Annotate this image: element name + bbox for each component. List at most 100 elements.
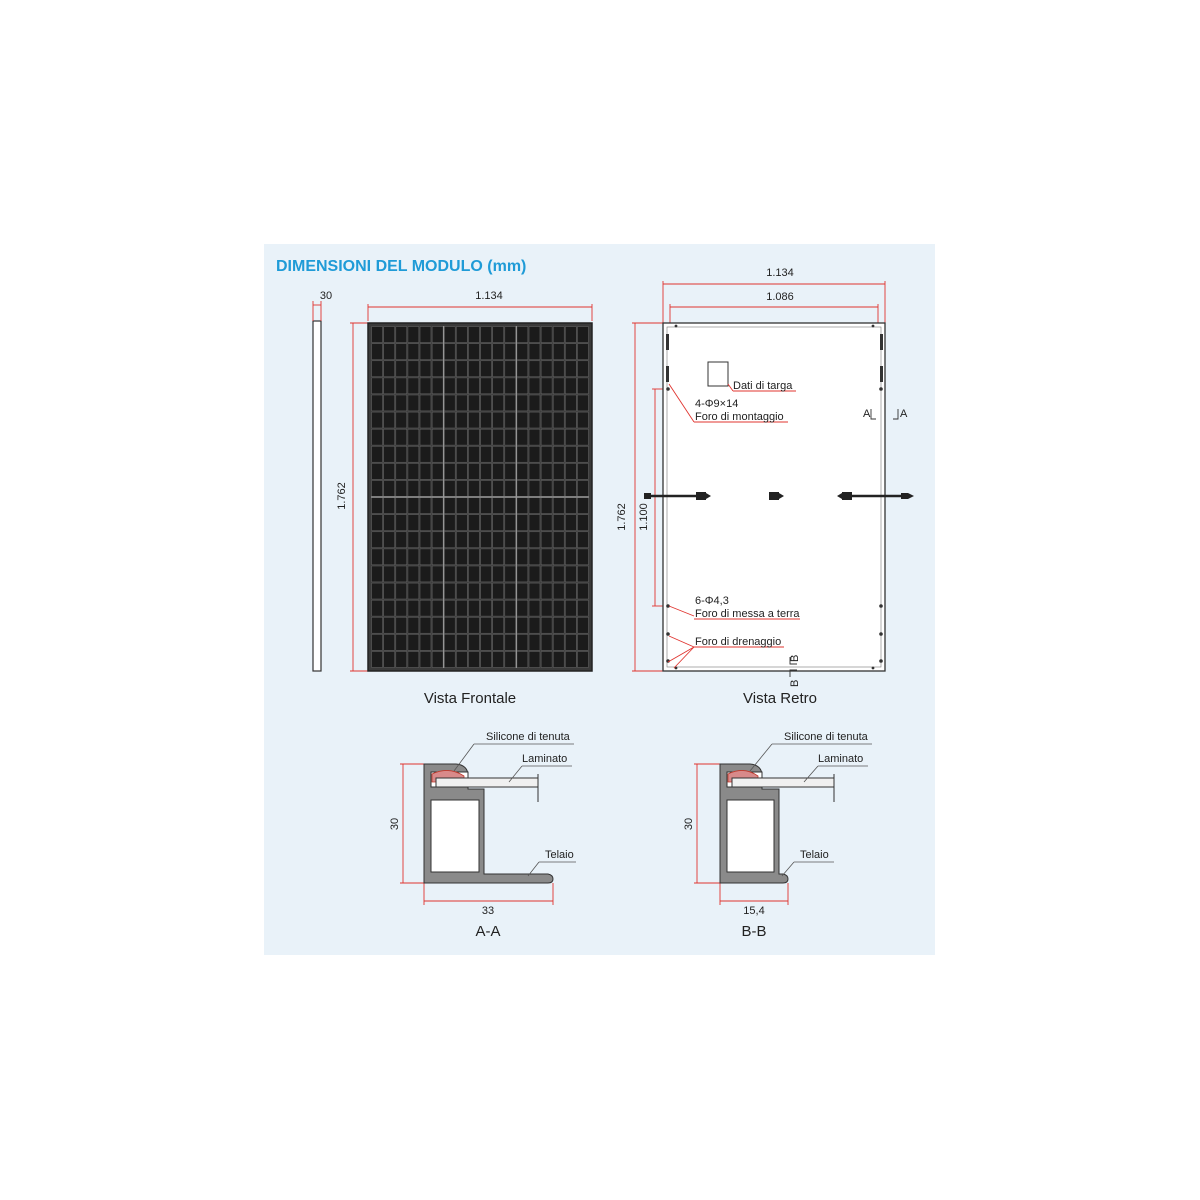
solar-cell bbox=[468, 446, 480, 463]
solar-cell bbox=[516, 565, 529, 583]
solar-cell bbox=[504, 446, 516, 463]
solar-cell bbox=[431, 377, 444, 395]
solar-cell bbox=[577, 634, 589, 651]
bb-laminate bbox=[731, 777, 835, 788]
solar-cell bbox=[431, 514, 444, 531]
solar-cell bbox=[492, 634, 504, 651]
solar-cell bbox=[480, 514, 492, 531]
solar-cell bbox=[444, 411, 456, 429]
solar-cell bbox=[553, 565, 565, 583]
solar-cell bbox=[577, 565, 589, 583]
solar-cell bbox=[371, 428, 383, 446]
solar-cell bbox=[553, 634, 565, 651]
solar-cell bbox=[371, 634, 383, 651]
solar-cell bbox=[456, 326, 468, 343]
solar-cell bbox=[419, 599, 432, 617]
solar-cell bbox=[492, 582, 504, 600]
solar-cell bbox=[419, 582, 432, 600]
solar-cell bbox=[407, 651, 420, 668]
solar-cell bbox=[383, 617, 395, 634]
solar-cell bbox=[516, 326, 529, 343]
section-a-arrow-left bbox=[870, 409, 876, 420]
solar-cell bbox=[395, 480, 407, 497]
solar-cell bbox=[565, 548, 577, 566]
solar-cell bbox=[371, 446, 383, 463]
solar-cell bbox=[528, 514, 541, 531]
solar-cell bbox=[419, 463, 432, 480]
solar-cell bbox=[383, 446, 395, 463]
solar-cell bbox=[577, 446, 589, 463]
solar-cell bbox=[577, 411, 589, 429]
solar-cell bbox=[444, 360, 456, 377]
solar-cell bbox=[540, 565, 553, 583]
solar-cell bbox=[431, 463, 444, 480]
back-outer-width-label: 1.134 bbox=[766, 267, 794, 279]
solar-cell bbox=[456, 651, 468, 668]
solar-cell bbox=[577, 651, 589, 668]
solar-cell bbox=[553, 480, 565, 497]
solar-cell bbox=[516, 514, 529, 531]
solar-cell bbox=[504, 565, 516, 583]
solar-cell bbox=[504, 377, 516, 395]
solar-cell bbox=[565, 497, 577, 514]
solar-cell bbox=[456, 394, 468, 412]
solar-cell bbox=[407, 582, 420, 600]
solar-cell bbox=[456, 497, 468, 514]
solar-cell bbox=[468, 617, 480, 634]
ground-leader bbox=[668, 605, 695, 617]
junction-arrow-left bbox=[706, 493, 711, 499]
solar-cell bbox=[516, 411, 529, 429]
solar-cell bbox=[383, 548, 395, 566]
solar-cell bbox=[540, 582, 553, 600]
solar-cell bbox=[492, 497, 504, 514]
solar-cell bbox=[516, 617, 529, 634]
solar-cell bbox=[565, 446, 577, 463]
solar-cell bbox=[395, 394, 407, 412]
solar-cell bbox=[516, 446, 529, 463]
solar-cell bbox=[480, 480, 492, 497]
solar-cell bbox=[553, 377, 565, 395]
section-a-marker-right: A bbox=[900, 408, 908, 420]
solar-cell bbox=[407, 599, 420, 617]
solar-cell bbox=[480, 428, 492, 446]
junction-box-center bbox=[769, 492, 779, 500]
solar-cell bbox=[516, 548, 529, 566]
solar-cell bbox=[516, 343, 529, 360]
solar-cell bbox=[468, 463, 480, 480]
solar-cell bbox=[468, 360, 480, 377]
solar-cell bbox=[407, 531, 420, 548]
solar-cell bbox=[444, 394, 456, 412]
junction-arrow-center bbox=[779, 493, 784, 499]
solar-cell bbox=[540, 326, 553, 343]
solar-cell bbox=[395, 514, 407, 531]
solar-cell bbox=[456, 377, 468, 395]
bb-caption: B-B bbox=[741, 923, 766, 940]
solar-cell bbox=[468, 411, 480, 429]
solar-cell bbox=[456, 634, 468, 651]
solar-cell bbox=[504, 394, 516, 412]
solar-cell bbox=[528, 343, 541, 360]
solar-cell bbox=[371, 565, 383, 583]
solar-cell bbox=[553, 531, 565, 548]
solar-cell bbox=[407, 617, 420, 634]
solar-cell bbox=[383, 377, 395, 395]
solar-cell bbox=[577, 599, 589, 617]
solar-cell bbox=[407, 446, 420, 463]
solar-cell bbox=[504, 360, 516, 377]
solar-cell bbox=[431, 651, 444, 668]
solar-cell bbox=[553, 394, 565, 412]
front-cell-grid bbox=[371, 326, 589, 668]
solar-cell bbox=[577, 326, 589, 343]
solar-cell bbox=[383, 360, 395, 377]
back-height-label: 1.762 bbox=[616, 503, 628, 531]
solar-cell bbox=[407, 463, 420, 480]
solar-cell bbox=[468, 582, 480, 600]
solar-cell bbox=[492, 377, 504, 395]
solar-cell bbox=[468, 651, 480, 668]
solar-cell bbox=[407, 411, 420, 429]
solar-cell bbox=[504, 582, 516, 600]
solar-cell bbox=[553, 446, 565, 463]
solar-cell bbox=[492, 617, 504, 634]
solar-cell bbox=[553, 463, 565, 480]
mounting-hole-mid-right bbox=[880, 366, 883, 382]
